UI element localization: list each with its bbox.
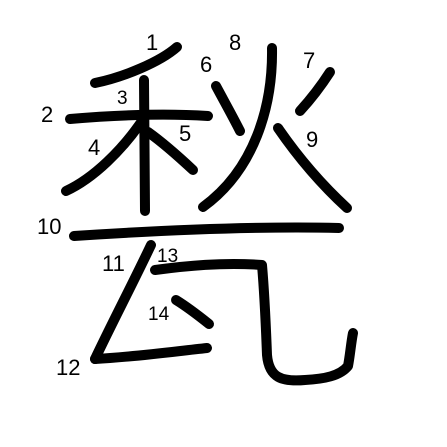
stroke-5 xyxy=(143,127,198,175)
stroke-number-6: 6 xyxy=(200,52,212,77)
stroke-number-5: 5 xyxy=(179,121,191,146)
stroke-1 xyxy=(90,42,182,88)
stroke-number-13: 13 xyxy=(157,246,178,267)
stroke-number-4: 4 xyxy=(88,135,100,160)
stroke-number-2: 2 xyxy=(41,102,53,127)
stroke-number-9: 9 xyxy=(306,127,318,152)
stroke-number-labels: 1 2 3 4 5 6 7 8 9 10 11 12 13 14 xyxy=(37,30,318,380)
stroke-number-8: 8 xyxy=(229,30,241,55)
stroke-2 xyxy=(65,109,213,124)
stroke-9 xyxy=(273,123,352,213)
stroke-11 xyxy=(90,240,156,364)
stroke-10 xyxy=(69,222,344,241)
stroke-number-12: 12 xyxy=(56,355,80,380)
stroke-4 xyxy=(61,116,147,196)
stroke-6 xyxy=(211,81,245,136)
stroke-8 xyxy=(198,43,278,212)
stroke-number-1: 1 xyxy=(146,30,158,55)
stroke-number-7: 7 xyxy=(303,48,315,73)
stroke-number-11: 11 xyxy=(102,251,125,276)
stroke-number-10: 10 xyxy=(37,214,61,239)
stroke-3 xyxy=(139,75,150,216)
character-strokes xyxy=(61,42,358,386)
stroke-number-14: 14 xyxy=(148,304,170,325)
stroke-12 xyxy=(90,343,212,364)
stroke-14 xyxy=(171,295,214,329)
stroke-13 xyxy=(150,258,358,386)
stroke-number-3: 3 xyxy=(117,88,128,109)
stroke-7 xyxy=(295,67,335,116)
